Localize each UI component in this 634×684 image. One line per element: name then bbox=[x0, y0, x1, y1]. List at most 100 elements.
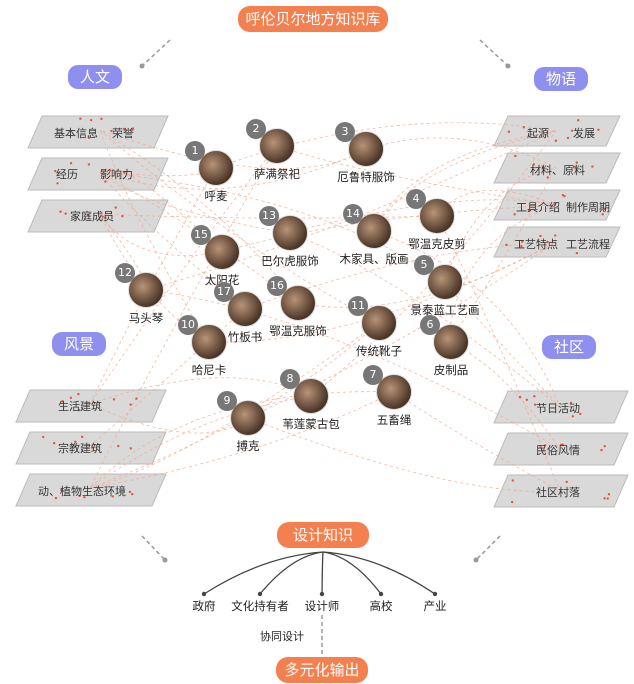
panel-label: 生活建筑 bbox=[58, 400, 102, 413]
connection-dot bbox=[77, 392, 80, 396]
panel-shape bbox=[27, 157, 169, 191]
item-label: 鄂温克皮剪 bbox=[408, 237, 466, 251]
connection-line bbox=[89, 377, 312, 405]
portrait-icon: 14 bbox=[343, 204, 392, 249]
connection-line bbox=[436, 215, 561, 492]
connection-dot bbox=[591, 165, 594, 168]
portrait-icon: 3 bbox=[335, 122, 384, 167]
portrait-icon: 9 bbox=[217, 391, 266, 436]
item-16: 16 鄂温克服饰 bbox=[253, 276, 343, 339]
tree-node bbox=[201, 591, 207, 597]
connection-line bbox=[99, 129, 379, 324]
panel-label: 影响力 bbox=[100, 168, 133, 181]
connection-dot bbox=[518, 395, 522, 399]
item-label: 传统靴子 bbox=[356, 344, 402, 358]
connection-dot bbox=[522, 126, 526, 129]
connection-dot bbox=[507, 130, 511, 134]
connection-dot bbox=[61, 400, 64, 403]
connection-line bbox=[99, 213, 223, 256]
item-7: 7 五畜绳 bbox=[349, 365, 439, 428]
connection-dot bbox=[539, 446, 542, 449]
connection-dot bbox=[101, 215, 104, 218]
connection-dot bbox=[543, 444, 547, 447]
connection-line bbox=[297, 241, 557, 308]
connection-dot bbox=[563, 194, 566, 198]
category-renwen: 人文 bbox=[68, 65, 122, 89]
connection-dot bbox=[69, 162, 73, 165]
item-number-badge: 9 bbox=[217, 391, 237, 411]
panel-label: 基本信息 bbox=[54, 127, 98, 140]
connection-dot bbox=[77, 408, 81, 412]
connection-dot bbox=[111, 495, 115, 498]
connection-line bbox=[99, 148, 369, 190]
connection-dot bbox=[74, 440, 77, 443]
panel-shape bbox=[493, 226, 621, 258]
connection-line bbox=[276, 145, 557, 206]
item-number-badge: 4 bbox=[406, 189, 426, 209]
panel-label: 发展 bbox=[573, 127, 595, 140]
connection-dot bbox=[52, 441, 56, 445]
tree-branch bbox=[322, 551, 382, 595]
connection-dot bbox=[603, 497, 606, 500]
connection-dot bbox=[606, 497, 609, 500]
connection-dot bbox=[80, 435, 84, 439]
tree-node bbox=[378, 591, 384, 597]
connection-dot bbox=[554, 234, 557, 237]
item-number-badge: 13 bbox=[259, 206, 279, 226]
connection-dot bbox=[575, 161, 578, 164]
arrow-head bbox=[505, 63, 511, 69]
arrow-head bbox=[473, 557, 479, 563]
connection-dot bbox=[90, 118, 93, 122]
connection-line bbox=[89, 391, 395, 489]
item-number-badge: 11 bbox=[348, 296, 368, 316]
item-number-badge: 7 bbox=[363, 365, 383, 385]
item-number-badge: 2 bbox=[246, 119, 266, 139]
item-12: 12 马头琴 bbox=[101, 263, 191, 326]
item-label: 苇莲蒙古包 bbox=[282, 417, 340, 431]
panel-shape bbox=[493, 432, 629, 466]
item-14: 14 木家具、版画 bbox=[329, 204, 419, 267]
stakeholder-label: 产业 bbox=[423, 599, 447, 613]
panel-label: 工艺特点 bbox=[514, 238, 558, 251]
connection-dot bbox=[607, 493, 611, 496]
item-10: 10 哈尼卡 bbox=[164, 315, 254, 378]
flow-arrow-icon bbox=[141, 535, 166, 561]
connection-dot bbox=[114, 206, 117, 209]
design-knowledge-pill: 设计知识 bbox=[277, 522, 369, 548]
connection-dot bbox=[579, 412, 582, 416]
connection-dot bbox=[576, 119, 580, 122]
item-5: 5 景泰蓝工艺画 bbox=[400, 255, 490, 318]
item-label: 呼麦 bbox=[204, 189, 228, 203]
portrait-icon: 16 bbox=[267, 276, 316, 321]
panel-label: 荣誉 bbox=[112, 127, 134, 140]
portrait-icon: 15 bbox=[191, 225, 240, 270]
connection-dot bbox=[123, 171, 126, 174]
portrait-icon: 12 bbox=[115, 263, 164, 308]
item-6: 6 皮制品 bbox=[406, 315, 496, 378]
tree-node bbox=[257, 591, 263, 597]
connection-line bbox=[89, 322, 379, 489]
connection-line bbox=[443, 281, 561, 408]
connection-line bbox=[287, 199, 557, 234]
connection-dot bbox=[525, 398, 529, 402]
item-8: 8 苇莲蒙古包 bbox=[266, 369, 356, 432]
connection-line bbox=[443, 167, 557, 283]
item-number-badge: 14 bbox=[343, 204, 363, 224]
item-label: 萨满祭祀 bbox=[254, 167, 300, 181]
connection-dot bbox=[570, 129, 574, 132]
connection-dot bbox=[83, 495, 86, 499]
connection-dot bbox=[54, 496, 58, 500]
panel-label: 起源 bbox=[527, 127, 549, 140]
portrait-icon: 5 bbox=[414, 255, 463, 300]
portrait-icon: 7 bbox=[363, 365, 412, 410]
connection-dot bbox=[510, 500, 514, 504]
category-wuyu: 物语 bbox=[534, 67, 588, 91]
connection-dot bbox=[128, 490, 132, 494]
connection-dot bbox=[565, 480, 568, 484]
item-label: 厄鲁特服饰 bbox=[337, 170, 395, 184]
stakeholder-label: 文化持有者 bbox=[231, 599, 289, 613]
item-label: 太阳花 bbox=[204, 273, 240, 287]
connection-dot bbox=[100, 117, 103, 121]
